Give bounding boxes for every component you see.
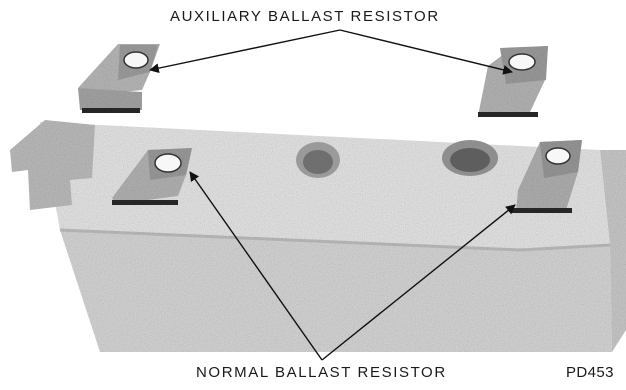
auxiliary-terminal-right-hole: [509, 54, 535, 70]
auxiliary-arrow-left: [150, 30, 340, 70]
auxiliary-leader-lines: [150, 30, 512, 72]
normal-terminal-right-hole: [546, 148, 570, 164]
normal-ballast-resistor-label: NORMAL BALLAST RESISTOR: [196, 364, 447, 381]
normal-terminal-left-hole: [155, 154, 181, 172]
auxiliary-terminal-left: [78, 44, 160, 113]
figure-code: PD453: [566, 364, 614, 381]
auxiliary-arrow-right: [340, 30, 512, 72]
auxiliary-ballast-resistor-label: AUXILIARY BALLAST RESISTOR: [170, 8, 440, 25]
auxiliary-terminal-left-hole: [124, 52, 148, 68]
